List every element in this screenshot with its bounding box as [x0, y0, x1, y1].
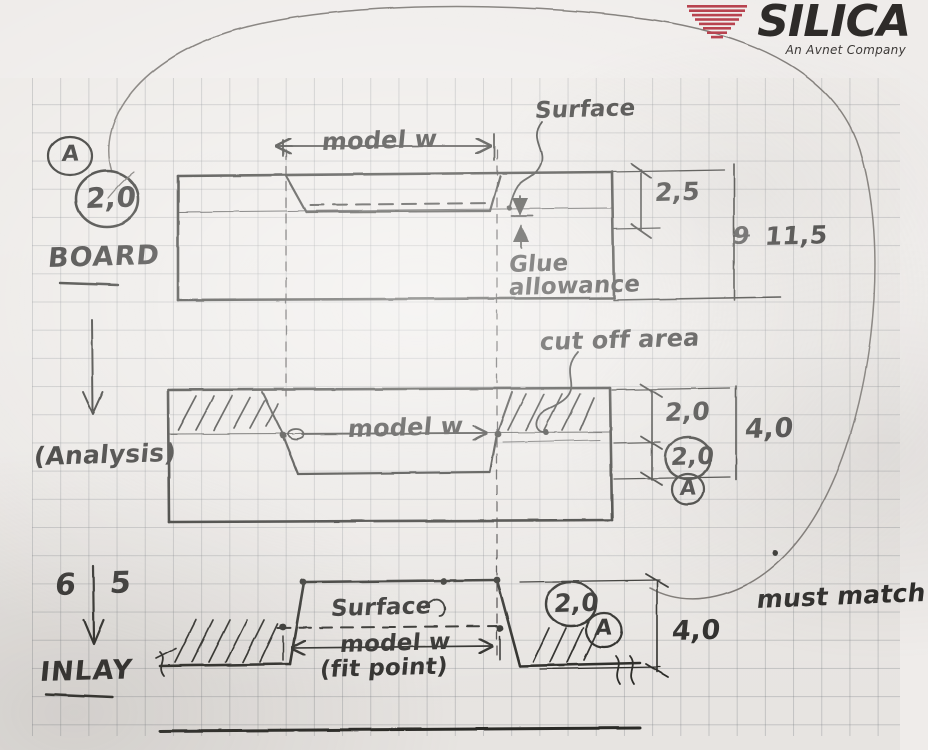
dim-board-thickness: 11,5 — [763, 220, 829, 252]
model-width-label-top: model w — [320, 124, 439, 157]
stage-label-inlay: INLAY — [38, 654, 135, 689]
datum-a-mid: A — [678, 475, 698, 501]
tolerance-top-circled: 2,0 — [84, 180, 138, 216]
arrow-mark-left: 6 — [53, 567, 78, 604]
surface-label-bottom: Surface — [329, 593, 433, 623]
silica-wordmark: SILICA — [757, 0, 911, 47]
dim-board-thickness-struck: 9 — [731, 221, 752, 251]
avnet-mark-icon — [687, 5, 748, 39]
model-width-label-mid: model w — [346, 411, 465, 444]
dim-bottom-total: 4,0 — [670, 614, 722, 648]
surface-label-top: Surface — [533, 95, 637, 125]
datum-a-top: A — [60, 141, 81, 168]
tolerance-mid-circled: 2,0 — [669, 441, 716, 472]
glue-allowance-label-line2: allowance — [507, 271, 642, 302]
fit-point-label: (fit point) — [318, 653, 449, 684]
dim-pocket-depth: 2,5 — [653, 176, 702, 208]
dim-mid-total: 4,0 — [743, 412, 795, 446]
dim-mid-upper: 2,0 — [663, 396, 712, 428]
cut-off-area-label: cut off area — [538, 323, 702, 357]
tolerance-bottom-circled: 2,0 — [552, 587, 601, 619]
stage-label-board: BOARD — [46, 239, 162, 275]
datum-a-bottom: A — [593, 615, 614, 642]
stage-label-analysis: (Analysis) — [32, 437, 178, 472]
arrow-mark-right: 5 — [108, 565, 133, 602]
silica-logo: SILICA An Avnet Company — [660, 0, 911, 57]
